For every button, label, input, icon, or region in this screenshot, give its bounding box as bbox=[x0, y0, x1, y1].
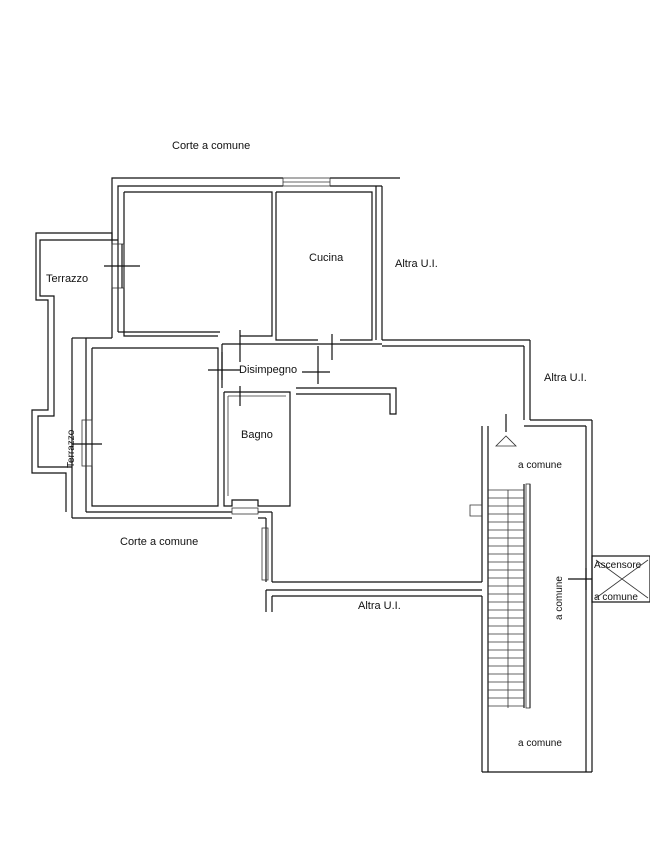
label-bagno: Bagno bbox=[241, 429, 273, 441]
label-disimpegno: Disimpegno bbox=[239, 364, 297, 376]
door-markers bbox=[72, 243, 517, 467]
label-a-comune-lift: a comune bbox=[594, 592, 638, 603]
elevator bbox=[568, 555, 650, 603]
label-a-comune-side: a comune bbox=[554, 576, 565, 620]
label-a-comune-bottom: a comune bbox=[518, 738, 562, 749]
staircase bbox=[488, 483, 531, 709]
label-altra-ui-1: Altra U.I. bbox=[395, 258, 438, 270]
label-corte-top: Corte a comune bbox=[172, 140, 250, 152]
label-cucina: Cucina bbox=[309, 252, 344, 264]
interior-walls bbox=[91, 191, 397, 507]
label-terrazzo-top: Terrazzo bbox=[46, 273, 88, 285]
label-terrazzo-side: Terrazzo bbox=[66, 429, 77, 468]
label-corte-bottom: Corte a comune bbox=[120, 536, 198, 548]
label-altra-ui-3: Altra U.I. bbox=[358, 600, 401, 612]
label-a-comune-top: a comune bbox=[518, 460, 562, 471]
outer-walls bbox=[31, 177, 593, 773]
label-altra-ui-2: Altra U.I. bbox=[544, 372, 587, 384]
label-ascensore: Ascensore bbox=[594, 560, 642, 571]
